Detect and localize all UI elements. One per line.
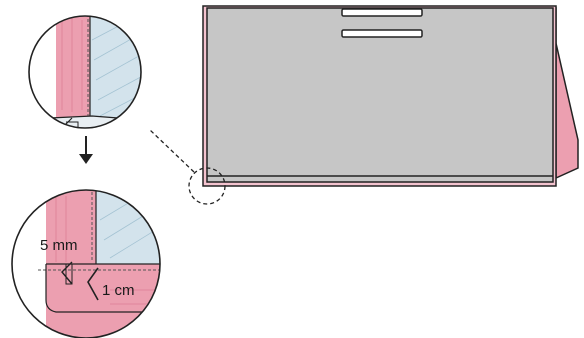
slot-lower [341,29,423,38]
callout-line [149,129,195,173]
detail-circle-step-1 [28,15,142,129]
callout-circle [188,167,226,205]
garment-panel [202,5,579,187]
detail-callout [149,129,226,205]
label-1cm: 1 cm [102,282,135,299]
down-arrow-icon [79,136,93,164]
detail-circle-top [28,15,142,129]
detail-circle-step-2 [11,189,161,338]
label-5mm: 5 mm [40,237,78,254]
detail-circle-bottom [11,189,161,338]
slot-upper [341,8,423,17]
